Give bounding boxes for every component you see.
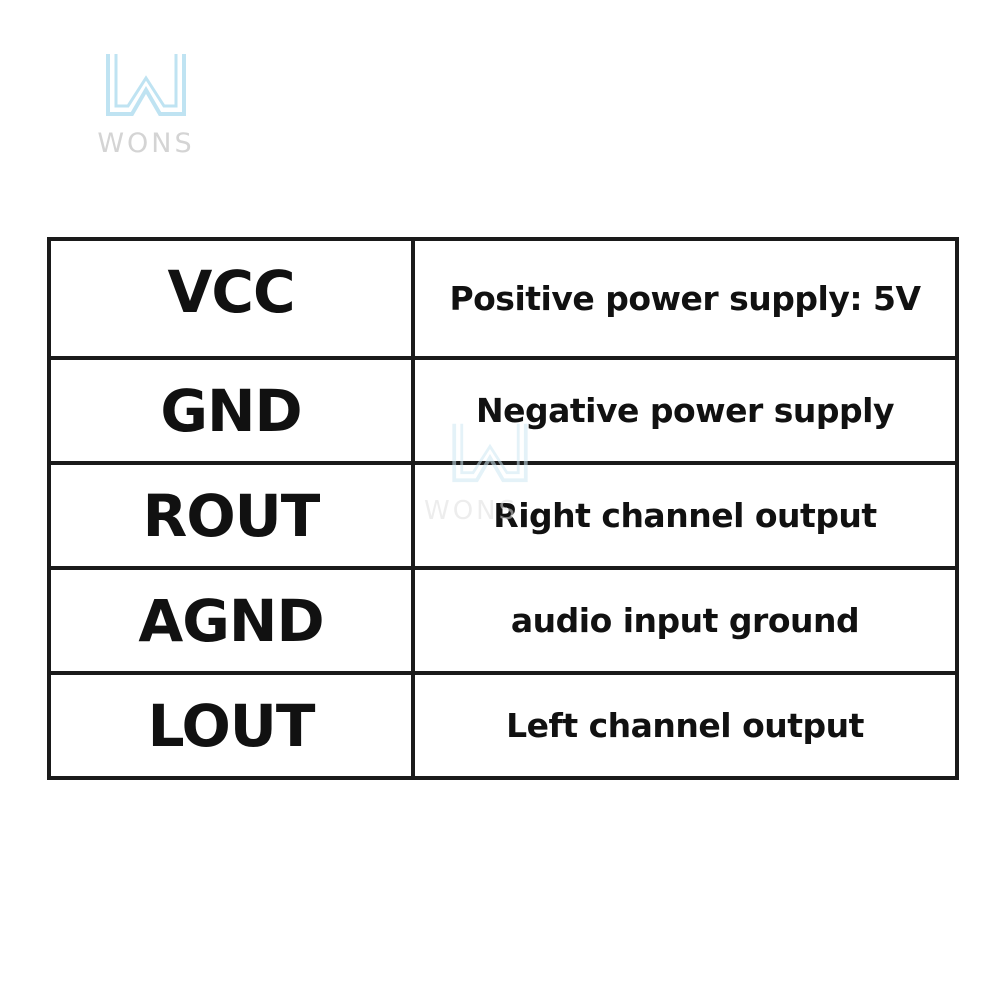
pin-description-cell: Right channel output [411, 461, 959, 571]
pin-name-cell: ROUT [47, 461, 415, 571]
table-row: ROUT Right channel output [47, 461, 959, 571]
pin-description-cell: Positive power supply: 5V [411, 236, 959, 361]
brand-logo: WONS [76, 50, 216, 162]
pin-name-cell: GND [47, 356, 415, 466]
table-row: GND Negative power supply [47, 356, 959, 466]
logo-mark-icon [106, 54, 186, 116]
table-row: LOUT Left channel output [47, 671, 959, 780]
table-row: AGND audio input ground [47, 566, 959, 675]
pin-description-cell: Left channel output [411, 671, 959, 780]
pin-definition-table: VCC Positive power supply: 5V GND Negati… [47, 236, 959, 780]
pin-name-cell: LOUT [47, 671, 415, 780]
pin-description-cell: Negative power supply [411, 356, 959, 466]
pin-description-cell: audio input ground [411, 566, 959, 675]
logo-text: WONS [97, 128, 195, 159]
pin-name-cell: VCC [47, 236, 415, 361]
table-row: VCC Positive power supply: 5V [47, 236, 959, 361]
pin-name-cell: AGND [47, 566, 415, 675]
